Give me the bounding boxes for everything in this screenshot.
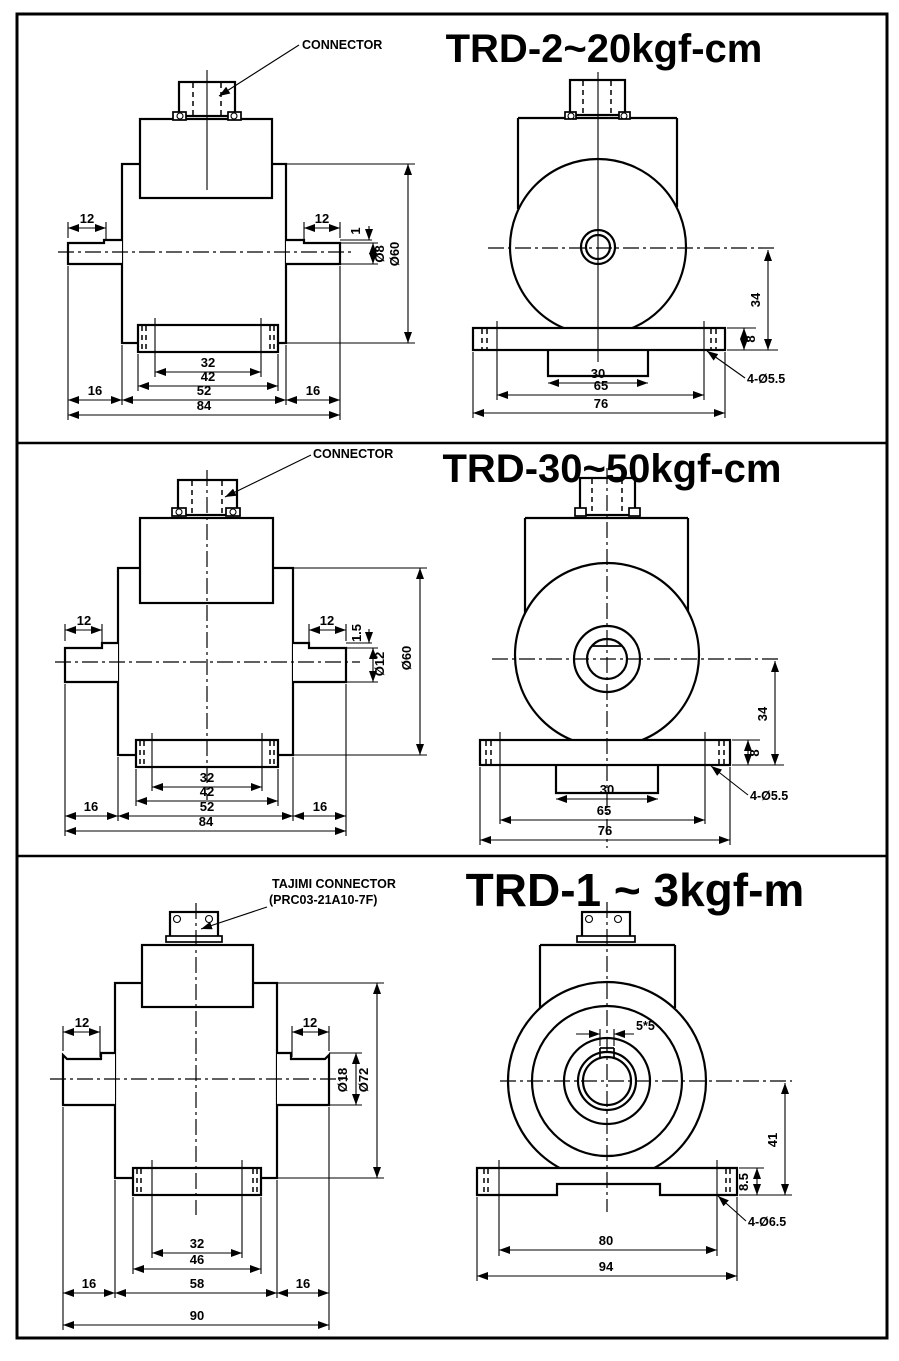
dim-base-width: 76 — [594, 396, 608, 411]
trd-30-50-front-view: 30 65 76 34 8 4-Ø5.5 TRD-30~50kgf-cm — [442, 447, 788, 848]
base-bolt-holes — [485, 732, 725, 824]
front-dimensions: 5*5 80 94 41 8.5 4-Ø6.5 — [476, 1019, 792, 1281]
dim-bolt-pitch: 32 — [200, 770, 214, 785]
panel-title: TRD-30~50kgf-cm — [442, 447, 781, 491]
base-plate — [471, 326, 727, 352]
dim-body-dia: Ø60 — [387, 242, 402, 267]
dim-overall: 90 — [190, 1308, 204, 1323]
panel-title: TRD-1 ~ 3kgf-m — [466, 864, 805, 916]
dim-hole-pitch: 65 — [597, 803, 611, 818]
base-plate — [478, 738, 732, 767]
dim-overall: 84 — [197, 398, 212, 413]
dim-base-thick: 8 — [747, 749, 762, 756]
flange-bolt-holes — [139, 733, 275, 791]
dim-shaft-dia: Ø8 — [372, 245, 387, 262]
base-notch — [546, 350, 650, 378]
front-dimensions: 30 65 76 34 8 4-Ø5.5 — [472, 250, 785, 418]
panel-title: TRD-2~20kgf-cm — [446, 27, 763, 71]
panel-trd-30-50: 12 12 1.5 Ø12 Ø60 32 42 — [55, 447, 788, 848]
dim-body-dia: Ø72 — [356, 1068, 371, 1093]
panel-trd-1-3: 12 12 Ø18 Ø72 32 46 58 16 — [50, 864, 804, 1330]
sheet-frame — [15, 12, 889, 1340]
dim-base-width: 94 — [599, 1259, 614, 1274]
flange-bolt-holes — [136, 1160, 258, 1258]
mount-flange — [131, 1166, 263, 1197]
dim-notch-width: 30 — [591, 366, 605, 381]
dim-shaft-left: 16 — [88, 383, 102, 398]
dim-shaft-left: 16 — [82, 1276, 96, 1291]
trd-1-3-side-view: 12 12 Ø18 Ø72 32 46 58 16 — [50, 877, 396, 1330]
dim-center-to-base: 34 — [748, 292, 763, 307]
dim-shaft-left: 16 — [84, 799, 98, 814]
dim-shaft-dia: Ø12 — [372, 652, 387, 677]
trd-2-20-front-view: 30 65 76 34 8 4-Ø5.5 TRD-2~20kgf-cm — [446, 27, 785, 418]
dim-mount-holes: 4-Ø5.5 — [747, 372, 785, 386]
dim-notch-width: 30 — [600, 782, 614, 797]
trd-30-50-side-view: 12 12 1.5 Ø12 Ø60 32 42 — [55, 447, 427, 836]
dim-key-length-right: 12 — [320, 613, 334, 628]
dim-shaft-right: 16 — [313, 799, 327, 814]
dim-key-length-right: 12 — [315, 211, 329, 226]
flange-bolt-holes — [141, 318, 275, 377]
connector-foot — [227, 111, 242, 121]
connector-label-line1: TAJIMI CONNECTOR — [272, 877, 396, 891]
dim-center-to-base: 41 — [765, 1133, 780, 1147]
dim-body-width: 52 — [197, 383, 211, 398]
connector-leader — [200, 906, 268, 930]
dim-flange-width: 46 — [190, 1252, 204, 1267]
dim-keyway: 5*5 — [636, 1019, 655, 1033]
cap-block — [140, 943, 255, 1009]
trd-1-3-front-view: 5*5 80 94 41 8.5 4-Ø6.5 TRD-1 ~ 3kgf-m — [466, 864, 805, 1281]
dim-body-width: 52 — [200, 799, 214, 814]
connector-foot — [172, 111, 187, 121]
dim-flange-width: 42 — [200, 784, 214, 799]
dim-shaft-dia: Ø18 — [335, 1068, 350, 1093]
dim-bolt-pitch: 32 — [201, 355, 215, 370]
dim-key-length-left: 12 — [77, 613, 91, 628]
side-dimensions: 12 12 Ø18 Ø72 32 46 58 16 — [62, 982, 384, 1330]
dim-base-thick: 8 — [743, 335, 758, 342]
cap-block — [138, 117, 274, 200]
dim-hole-pitch: 80 — [599, 1233, 613, 1248]
dim-body-dia: Ø60 — [399, 646, 414, 671]
panel-trd-2-20: 12 12 1 Ø8 Ø60 32 42 — [58, 27, 785, 420]
dim-key-length-left: 12 — [75, 1015, 89, 1030]
dim-base-width: 76 — [598, 823, 612, 838]
dim-shaft-right: 16 — [306, 383, 320, 398]
dim-center-to-base: 34 — [755, 706, 770, 721]
dim-base-thick: 8.5 — [736, 1173, 751, 1191]
connector-leader — [218, 44, 300, 97]
trd-2-20-side-view: 12 12 1 Ø8 Ø60 32 42 — [58, 38, 415, 420]
dim-shaft-right: 16 — [296, 1276, 310, 1291]
dim-key-step: 1.5 — [349, 624, 364, 642]
connector-body — [580, 910, 632, 939]
dim-key-length-right: 12 — [303, 1015, 317, 1030]
connector-label: CONNECTOR — [313, 447, 393, 461]
front-dimensions: 30 65 76 34 8 4-Ø5.5 — [479, 661, 788, 845]
dim-key-length-left: 12 — [80, 211, 94, 226]
dim-body-width: 58 — [190, 1276, 204, 1291]
side-dimensions: 12 12 1.5 Ø12 Ø60 32 42 — [64, 567, 427, 836]
dim-mount-holes: 4-Ø6.5 — [748, 1215, 786, 1229]
connector-pin — [172, 914, 182, 924]
connector-label-line2: (PRC03-21A10-7F) — [269, 893, 377, 907]
connector-pin — [584, 914, 594, 924]
connector-pin — [613, 914, 623, 924]
connector-label: CONNECTOR — [302, 38, 382, 52]
dim-hole-pitch: 65 — [594, 378, 608, 393]
connector-base — [576, 935, 636, 943]
mount-flange — [136, 323, 280, 354]
dim-bolt-pitch: 32 — [190, 1236, 204, 1251]
base-bolt-holes — [481, 321, 717, 400]
dim-overall: 84 — [199, 814, 214, 829]
dim-key-step: 1 — [348, 227, 363, 234]
connector-base — [165, 935, 223, 943]
connector-leader — [224, 454, 312, 498]
dim-flange-width: 42 — [201, 369, 215, 384]
base-bolt-holes — [483, 1160, 731, 1256]
side-dimensions: 12 12 1 Ø8 Ø60 32 42 — [67, 163, 415, 420]
dim-mount-holes: 4-Ø5.5 — [750, 789, 788, 803]
